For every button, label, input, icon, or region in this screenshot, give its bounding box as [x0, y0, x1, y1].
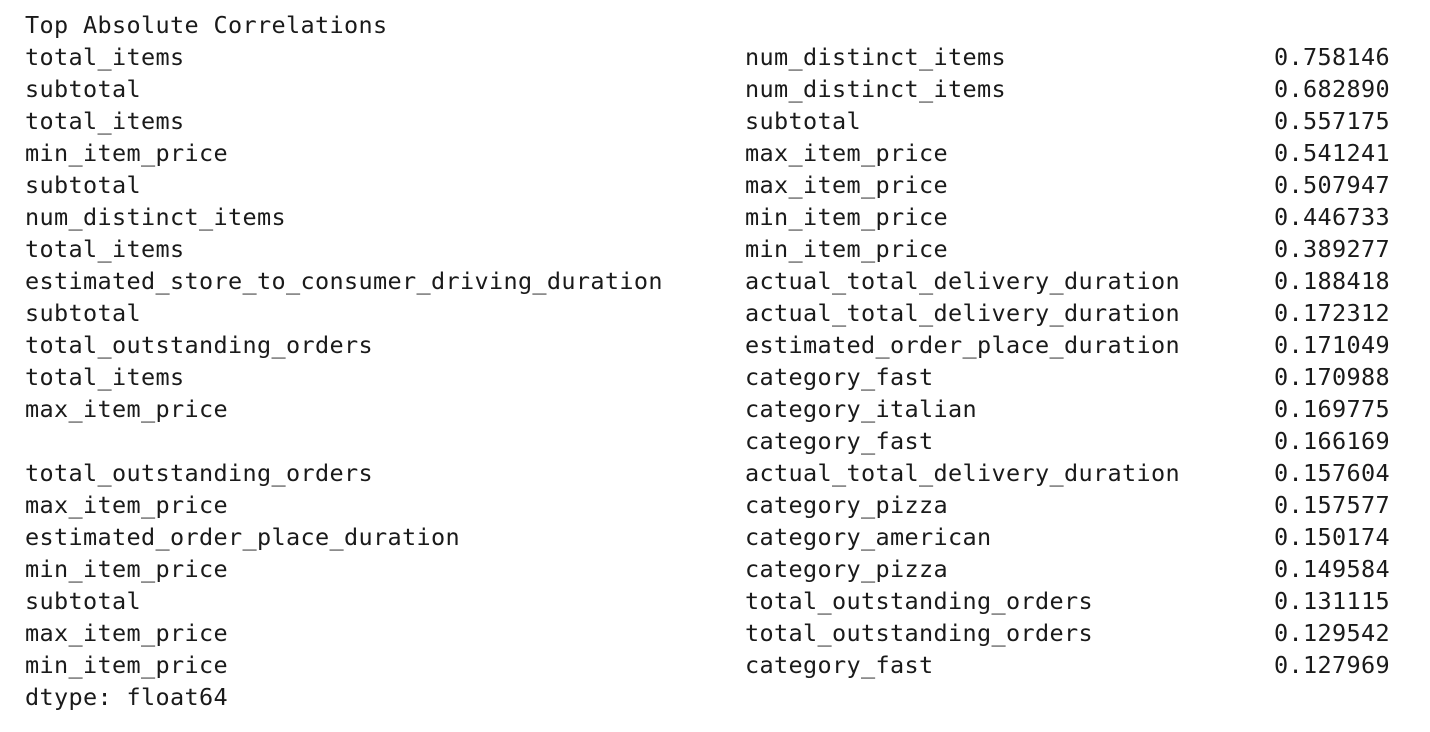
correlation-value: 0.157577: [1274, 491, 1390, 519]
correlation-value: 0.129542: [1274, 619, 1390, 647]
correlation-value: 0.507947: [1274, 171, 1390, 199]
correlation-variable-2: num_distinct_items: [745, 43, 1006, 71]
correlation-variable-1: max_item_price: [25, 619, 228, 647]
correlation-value: 0.557175: [1274, 107, 1390, 135]
correlation-row: min_item_price category_fast 0.127969: [0, 649, 1430, 681]
correlation-row: total_items subtotal 0.557175: [0, 105, 1430, 137]
correlation-variable-1: subtotal: [25, 587, 141, 615]
correlation-variable-2: min_item_price: [745, 235, 948, 263]
correlation-value: 0.170988: [1274, 363, 1390, 391]
correlation-value: 0.157604: [1274, 459, 1390, 487]
correlation-row: min_item_price max_item_price 0.541241: [0, 137, 1430, 169]
correlation-variable-2: actual_total_delivery_duration: [745, 267, 1180, 295]
correlation-variable-1: subtotal: [25, 75, 141, 103]
correlation-variable-2: category_fast: [745, 427, 934, 455]
correlation-variable-1: total_outstanding_orders: [25, 331, 373, 359]
correlation-value: 0.166169: [1274, 427, 1390, 455]
correlation-row: num_distinct_items min_item_price 0.446733: [0, 201, 1430, 233]
correlation-variable-1: total_items: [25, 107, 185, 135]
correlation-variable-1: estimated_store_to_consumer_driving_dura…: [25, 267, 663, 295]
correlation-variable-1: num_distinct_items: [25, 203, 286, 231]
correlation-variable-1: min_item_price: [25, 555, 228, 583]
correlation-row: total_items num_distinct_items 0.758146: [0, 41, 1430, 73]
correlation-value: 0.389277: [1274, 235, 1390, 263]
correlation-variable-2: category_american: [745, 523, 992, 551]
correlation-value: 0.682890: [1274, 75, 1390, 103]
correlation-variable-1: total_items: [25, 363, 185, 391]
correlation-variable-2: actual_total_delivery_duration: [745, 459, 1180, 487]
correlation-row: total_items min_item_price 0.389277: [0, 233, 1430, 265]
correlation-row: subtotal num_distinct_items 0.682890: [0, 73, 1430, 105]
correlation-row: min_item_price category_pizza 0.149584: [0, 553, 1430, 585]
correlation-row: estimated_order_place_duration category_a…: [0, 521, 1430, 553]
correlation-variable-2: category_pizza: [745, 491, 948, 519]
correlation-variable-2: subtotal: [745, 107, 861, 135]
correlation-variable-1: estimated_order_place_duration: [25, 523, 460, 551]
correlation-row: subtotal actual_total_delivery_duration 0.…: [0, 297, 1430, 329]
output-title: Top Absolute Correlations: [25, 11, 388, 39]
correlation-variable-2: category_fast: [745, 651, 934, 679]
correlation-variable-2: max_item_price: [745, 171, 948, 199]
correlation-row: estimated_store_to_consumer_driving_dura…: [0, 265, 1430, 297]
correlation-value: 0.172312: [1274, 299, 1390, 327]
correlation-row: category_fast 0.166169: [0, 425, 1430, 457]
correlation-value: 0.171049: [1274, 331, 1390, 359]
correlation-variable-1: total_items: [25, 235, 185, 263]
correlation-variable-1: total_items: [25, 43, 185, 71]
correlation-row: subtotal total_outstanding_orders 0.131115: [0, 585, 1430, 617]
correlation-variable-1: min_item_price: [25, 651, 228, 679]
correlation-value: 0.758146: [1274, 43, 1390, 71]
correlation-variable-2: category_pizza: [745, 555, 948, 583]
correlation-value: 0.150174: [1274, 523, 1390, 551]
correlation-row: max_item_price category_italian 0.169775: [0, 393, 1430, 425]
correlation-value: 0.127969: [1274, 651, 1390, 679]
correlation-row: total_outstanding_orders actual_total_del…: [0, 457, 1430, 489]
correlation-row: total_items category_fast 0.170988: [0, 361, 1430, 393]
correlation-variable-1: total_outstanding_orders: [25, 459, 373, 487]
correlation-variable-1: subtotal: [25, 299, 141, 327]
correlation-variable-1: subtotal: [25, 171, 141, 199]
correlation-variable-1: max_item_price: [25, 491, 228, 519]
correlation-variable-1: min_item_price: [25, 139, 228, 167]
correlation-variable-2: num_distinct_items: [745, 75, 1006, 103]
correlation-variable-2: min_item_price: [745, 203, 948, 231]
correlation-value: 0.446733: [1274, 203, 1390, 231]
correlation-value: 0.541241: [1274, 139, 1390, 167]
correlation-variable-1: max_item_price: [25, 395, 228, 423]
correlation-value: 0.188418: [1274, 267, 1390, 295]
correlation-row: max_item_price category_pizza 0.157577: [0, 489, 1430, 521]
dtype-footer: dtype: float64: [25, 683, 228, 711]
correlation-variable-2: estimated_order_place_duration: [745, 331, 1180, 359]
correlation-variable-2: total_outstanding_orders: [745, 619, 1093, 647]
correlation-row: subtotal max_item_price 0.507947: [0, 169, 1430, 201]
correlation-row: max_item_price total_outstanding_orders 0.…: [0, 617, 1430, 649]
correlation-variable-2: total_outstanding_orders: [745, 587, 1093, 615]
correlation-value: 0.149584: [1274, 555, 1390, 583]
correlation-value: 0.131115: [1274, 587, 1390, 615]
correlation-value: 0.169775: [1274, 395, 1390, 423]
correlation-variable-2: category_italian: [745, 395, 977, 423]
correlation-row: total_outstanding_orders estimated_order_…: [0, 329, 1430, 361]
correlation-variable-2: max_item_price: [745, 139, 948, 167]
correlation-variable-2: actual_total_delivery_duration: [745, 299, 1180, 327]
correlation-variable-2: category_fast: [745, 363, 934, 391]
